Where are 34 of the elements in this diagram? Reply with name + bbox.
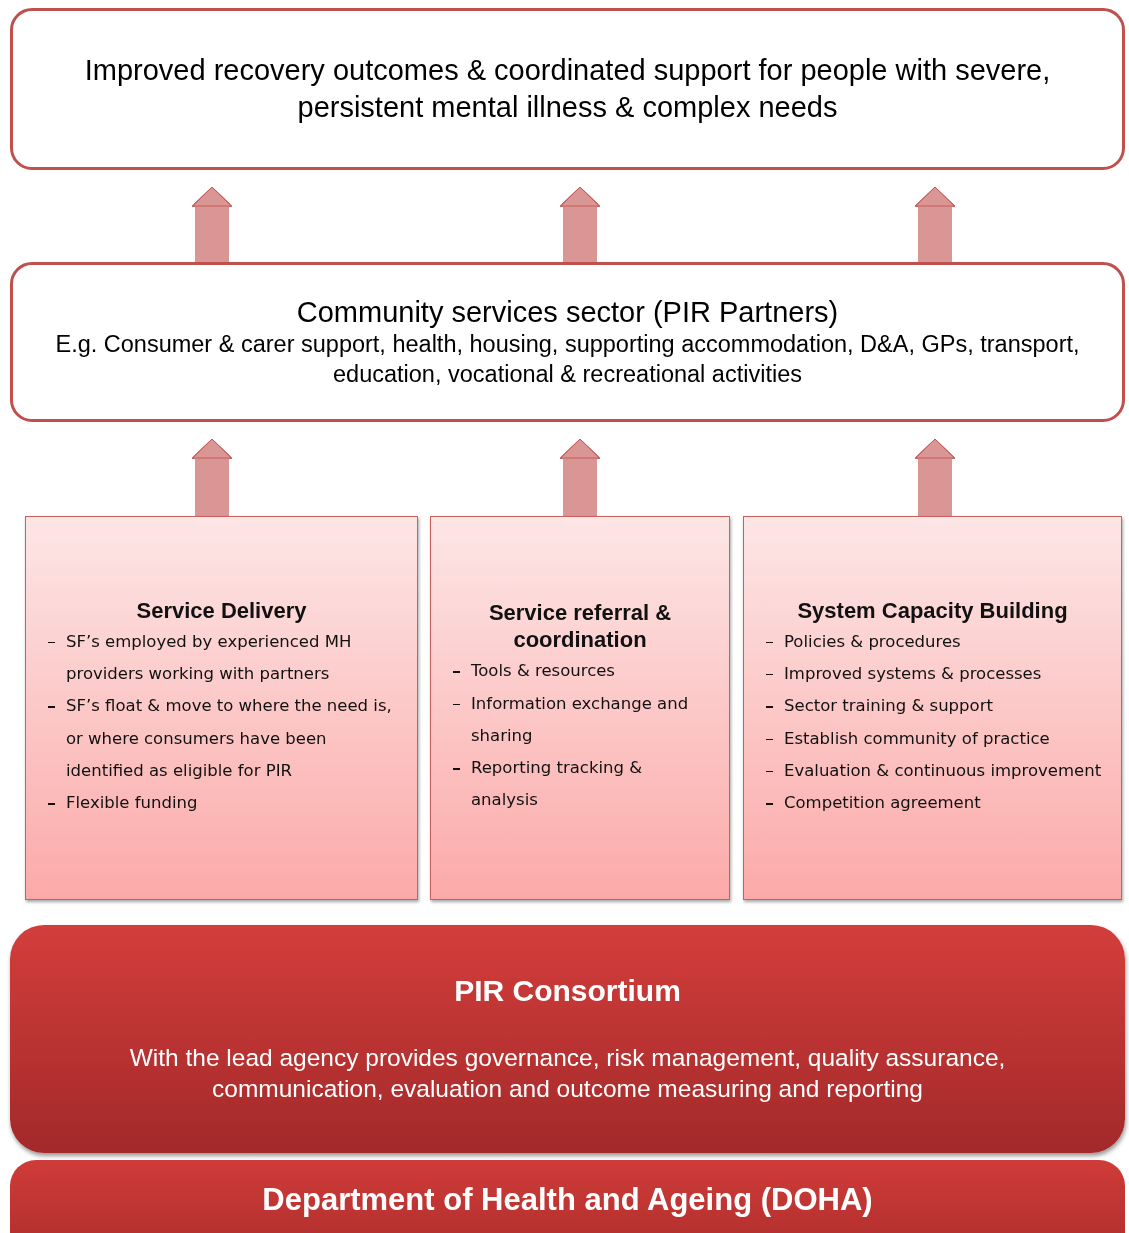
bullet-item: SF’s float & move to where the need is, or where consumers have been identified as eligible for PIR (44, 690, 399, 788)
bullet-item: Tools & resources (449, 655, 711, 688)
description-text: With the lead agency provides governance, risk management, quality assurance, communication, evaluation and outcome measuring and reporting (128, 1043, 1007, 1104)
heading: PIR Consortium (454, 974, 681, 1008)
bullet-item: Establish community of practice (762, 722, 1103, 755)
card-heading: Service referral & coordination (487, 599, 673, 654)
heading: Community services sector (PIR Partners) (296, 295, 839, 329)
department-banner (10, 1160, 1125, 1233)
pillar-card (25, 516, 418, 900)
sector-box (10, 262, 1125, 422)
statement-text: Improved recovery outcomes & coordinated support for people with severe, persistent mental illness & complex needs (83, 53, 1052, 125)
bullet-item: Flexible funding (44, 787, 399, 820)
consortium-banner (10, 925, 1125, 1153)
card-heading: Service Delivery (136, 596, 307, 624)
description-text: E.g. Consumer & carer support, health, housing, supporting accommodation, D&A, GPs, transport, education, vocational & recreational activities (54, 330, 1081, 389)
pillar-card (430, 516, 730, 900)
bullet-item: Information exchange and sharing (449, 687, 711, 753)
bullet-item: SF’s employed by experienced MH providers working with partners (44, 625, 399, 691)
pillar-card (743, 516, 1122, 900)
block-arrow (915, 186, 955, 262)
bullet-item: Policies & procedures (762, 625, 1103, 658)
block-arrow (560, 186, 600, 262)
bullet-item: Evaluation & continuous improvement (762, 754, 1103, 788)
block-arrow (915, 438, 955, 516)
card-heading: System Capacity Building (797, 596, 1068, 624)
outcome-box (10, 8, 1125, 170)
block-arrow (192, 438, 232, 516)
block-arrow (560, 438, 600, 516)
bullet-item: Sector training & support (762, 690, 1103, 723)
bullet-item: Reporting tracking & analysis (449, 752, 711, 817)
bullet-item: Improved systems & processes (762, 657, 1103, 691)
statement-text: Department of Health and Ageing (DOHA) (262, 1182, 873, 1218)
bullet-item: Competition agreement (762, 787, 1103, 820)
block-arrow (192, 186, 232, 262)
